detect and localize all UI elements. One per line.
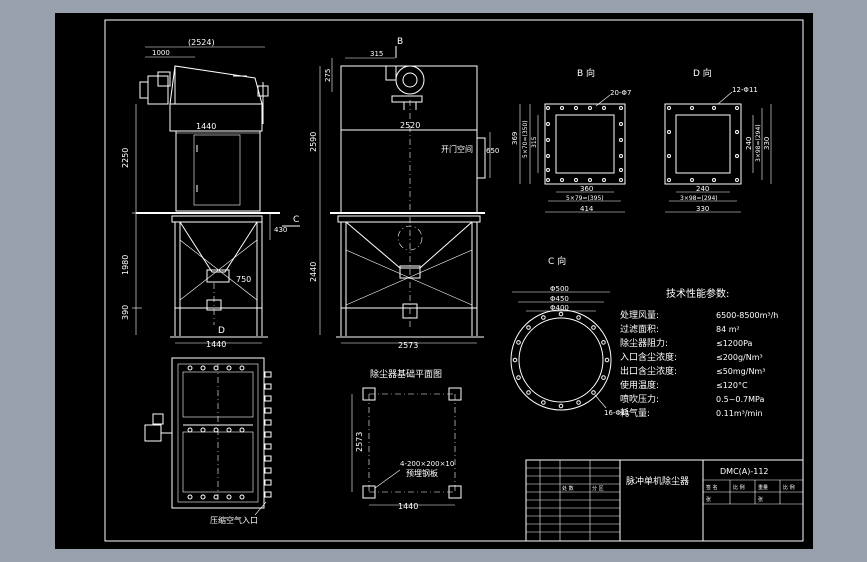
drawing-frame	[104, 19, 804, 542]
view-d-dim-3x98-h: 3×98=(294)	[680, 195, 718, 202]
foundation-plate-note: 4-200×200×10	[400, 460, 454, 468]
plan-view: 压缩空气入口	[144, 357, 272, 525]
view-b-dim-369: 369	[511, 132, 519, 145]
tb-cell-1: 分 区	[592, 485, 604, 492]
front-dim-650: 650	[486, 147, 499, 155]
side-view: (2524) 1000 1440 2250 1980 390	[121, 38, 300, 349]
side-dim-390: 390	[121, 305, 130, 320]
view-c-dim-450: Φ450	[550, 295, 569, 303]
front-dim-315: 315	[370, 50, 383, 58]
tb-cell-0: 处 数	[562, 485, 574, 492]
tb-cell-3: 比 例	[733, 484, 745, 491]
title-block: DMC(A)-112 脉冲单机除尘器 处 数 分 区 签 名 比 例 重量 比 …	[525, 459, 804, 542]
view-c-hole-note: 16-Φ11	[604, 409, 630, 417]
drawing-title: 脉冲单机除尘器	[626, 475, 689, 487]
side-label-c: C	[293, 215, 299, 225]
side-dim-1000: 1000	[152, 49, 170, 57]
spec-label-2: 除尘器阻力:	[620, 337, 668, 349]
spec-label-7: 耗气量:	[620, 407, 650, 419]
spec-label-5: 使用温度:	[620, 379, 659, 391]
front-label-b: B	[397, 37, 403, 47]
view-b-dim-360: 360	[580, 185, 593, 193]
view-d-title: D 向	[693, 67, 712, 79]
side-dim-2250: 2250	[121, 148, 130, 168]
foundation-title: 除尘器基础平面图	[370, 368, 442, 380]
side-dim-1440-upper: 1440	[196, 122, 216, 131]
view-b-title: B 向	[577, 67, 595, 79]
side-filter-body	[175, 130, 261, 212]
plan-nozzle-markers	[187, 365, 245, 500]
specs-title: 技术性能参数:	[666, 287, 729, 300]
view-c: C 向 Φ500 Φ450 Φ400 16-Φ11	[510, 255, 630, 417]
tb-cell-7: 张	[758, 496, 763, 503]
side-dim-1440-base: 1440	[206, 340, 226, 349]
tb-cell-5: 比 例	[783, 484, 795, 491]
view-d-dim-240-v: 240	[745, 137, 753, 150]
tb-cell-6: 张	[706, 496, 711, 503]
spec-value-2: ≤1200Pa	[716, 339, 753, 348]
spec-label-1: 过滤面积:	[620, 323, 659, 335]
view-c-dim-400: Φ400	[550, 304, 569, 312]
view-c-dim-500: Φ500	[550, 285, 569, 293]
foundation-dim-2573: 2573	[355, 432, 364, 452]
view-d-dim-330-v: 330	[763, 137, 771, 150]
spec-value-4: ≤50mg/Nm³	[716, 367, 765, 376]
view-c-flange-outer	[510, 309, 612, 411]
plan-pulse-valves	[264, 371, 272, 498]
view-b-dim-414: 414	[580, 205, 594, 213]
foundation-plate-label: 预埋钢板	[406, 468, 438, 478]
view-c-bolt-holes	[512, 311, 610, 409]
tech-specs: 技术性能参数: 处理风量: 6500-8500m³/h 过滤面积: 84 m² …	[620, 287, 778, 419]
view-d-dim-330-h: 330	[696, 205, 709, 213]
view-d-bolt-holes	[667, 106, 739, 182]
side-label-d: D	[218, 326, 225, 336]
tb-cell-4: 重量	[758, 484, 768, 491]
side-dim-430: 430	[274, 226, 287, 234]
view-d-hole-note: 12-Φ11	[732, 86, 758, 94]
spec-label-6: 喷吹压力:	[620, 393, 659, 405]
front-dim-2520: 2520	[400, 121, 420, 130]
spec-label-0: 处理风量:	[620, 309, 659, 321]
spec-value-6: 0.5~0.7MPa	[716, 395, 765, 404]
spec-value-1: 84 m²	[716, 325, 740, 334]
front-dim-275: 275	[324, 69, 332, 82]
view-d: D 向 12-Φ11 240 3×98=(294) 330 240 3×98=(…	[664, 67, 772, 213]
view-c-title: C 向	[548, 255, 566, 267]
view-b-dim-5x70: 5×70=(350)	[522, 120, 529, 158]
view-b-hole-note: 20-Φ7	[610, 89, 631, 97]
view-d-flange-outer	[664, 103, 742, 185]
view-b: B 向 20-Φ7 369 5×70=(350) 315 360 5×79=(3…	[511, 67, 631, 213]
view-d-dim-3x98-v: 3×98=(294)	[755, 124, 762, 162]
spec-value-3: ≤200g/Nm³	[716, 353, 763, 362]
side-dim-2524: (2524)	[188, 38, 215, 47]
drawing-number: DMC(A)-112	[720, 467, 769, 476]
spec-label-4: 出口含尘浓度:	[620, 365, 677, 377]
spec-value-7: 0.11m³/min	[716, 409, 763, 418]
side-dim-1980: 1980	[121, 255, 130, 275]
view-b-flange-outer	[544, 103, 626, 185]
spec-value-5: ≤120°C	[716, 381, 748, 390]
side-dim-750: 750	[236, 275, 251, 284]
tb-cell-2: 签 名	[706, 484, 718, 491]
spec-label-3: 入口含尘浓度:	[620, 351, 677, 363]
front-dim-2440: 2440	[309, 262, 318, 282]
view-d-dim-240-h: 240	[696, 185, 709, 193]
plan-air-inlet-label: 压缩空气入口	[210, 515, 258, 525]
front-door-space: 开门空间	[441, 144, 473, 154]
front-dim-2590: 2590	[309, 132, 318, 152]
front-dim-2573: 2573	[398, 341, 418, 350]
spec-value-0: 6500-8500m³/h	[716, 311, 778, 320]
view-b-dim-315: 315	[531, 136, 538, 148]
foundation-plan: 除尘器基础平面图 2573 1440 4-200×200×10 预埋钢板	[351, 368, 462, 511]
view-b-dim-5x79: 5×79=(395)	[566, 195, 604, 202]
foundation-dim-1440: 1440	[398, 502, 418, 511]
view-b-bolt-holes	[546, 106, 623, 182]
front-view: B 315 2520 275 2590 2440 开门空间 650	[309, 37, 499, 350]
